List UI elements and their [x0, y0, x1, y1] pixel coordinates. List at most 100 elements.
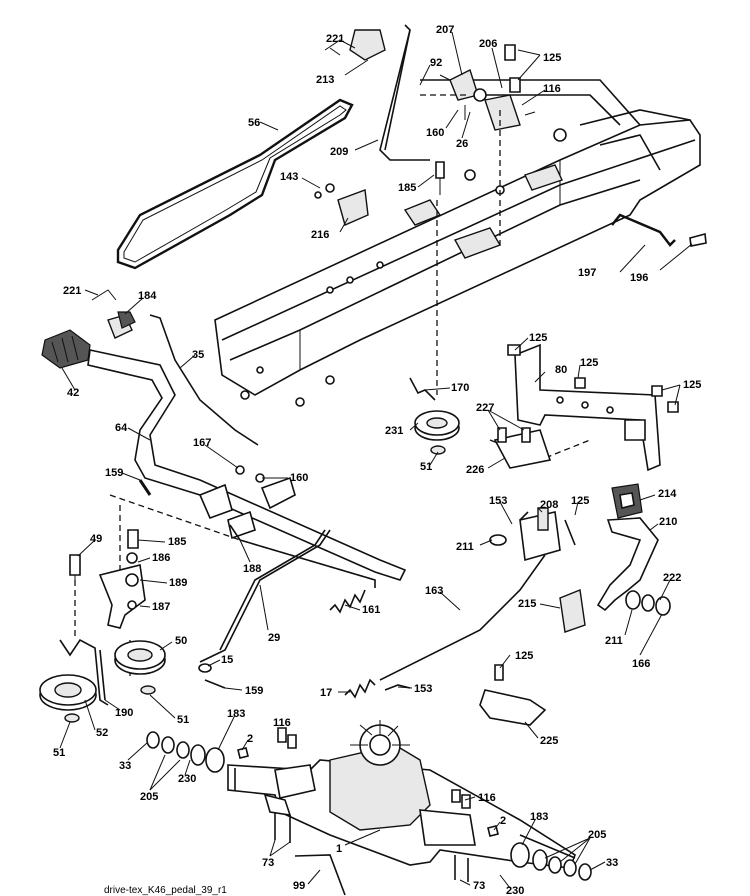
- clutch-rod: [379, 24, 430, 161]
- callout-label: 209: [330, 146, 348, 158]
- callout-label: 196: [630, 272, 648, 284]
- callout-label: 125: [683, 379, 701, 391]
- callout-label: 99: [293, 880, 305, 892]
- bracket-215: [559, 589, 586, 633]
- callout-label: 197: [578, 267, 596, 279]
- bracket-225: [479, 664, 547, 726]
- bolts-116-73: [274, 727, 471, 882]
- bracket-226: [493, 427, 552, 469]
- callout-label: 143: [280, 171, 298, 183]
- callout-label: 161: [362, 604, 380, 616]
- callout-label: 221: [63, 285, 81, 297]
- callout-label: 116: [543, 83, 561, 95]
- callout-label: 17: [320, 687, 332, 699]
- bracket-189: [98, 552, 146, 629]
- handle-grip: [41, 329, 91, 369]
- callout-label: 211: [605, 635, 623, 647]
- callout-label: 187: [152, 601, 170, 613]
- transaxle: [227, 720, 576, 869]
- callout-label: 211: [456, 541, 474, 553]
- callout-label: 50: [175, 635, 187, 647]
- callout-label: 26: [456, 138, 468, 150]
- callout-label: 208: [540, 499, 558, 511]
- callout-label: 125: [580, 357, 598, 369]
- callout-label: 222: [663, 572, 681, 584]
- callout-label: 51: [420, 461, 432, 473]
- callout-label: 166: [632, 658, 650, 670]
- link-rod-188: [229, 524, 376, 588]
- callout-labels: 221 213 207 206 125 92 116 160 26 56 209…: [53, 24, 701, 896]
- callout-label: 51: [53, 747, 65, 759]
- callout-label: 170: [451, 382, 469, 394]
- pin-159-upper: [138, 479, 152, 496]
- control-rod-35: [149, 314, 259, 446]
- bracket-80: [507, 343, 679, 472]
- callout-label: 231: [385, 425, 403, 437]
- washers-right: [625, 590, 671, 616]
- bolt-185-lower: [127, 529, 139, 549]
- rod-99: [294, 854, 346, 896]
- pin-159-lower: [204, 679, 226, 689]
- callout-label: 186: [152, 552, 170, 564]
- pulley-52: [39, 674, 97, 711]
- callout-label: 226: [466, 464, 484, 476]
- callout-label: 216: [311, 229, 329, 241]
- callout-label: 125: [543, 52, 561, 64]
- callout-label: 153: [414, 683, 432, 695]
- spring-17: [344, 678, 376, 699]
- callout-label: 214: [658, 488, 677, 500]
- callout-label: 185: [398, 182, 416, 194]
- callout-label: 230: [178, 773, 196, 785]
- callout-label: 73: [262, 857, 274, 869]
- callout-label: 205: [140, 791, 158, 803]
- idler-arm-190: [59, 638, 109, 706]
- callout-label: 29: [268, 632, 280, 644]
- callout-label: 206: [479, 38, 497, 50]
- callout-label: 2: [247, 733, 253, 745]
- diagram-footer-label: drive-tex_K46_pedal_39_r1: [104, 885, 227, 896]
- pedal-pad-214: [611, 483, 643, 519]
- callout-label: 207: [436, 24, 454, 36]
- bracket-assembly-top: [324, 29, 536, 131]
- callout-label: 160: [426, 127, 444, 139]
- callout-label: 215: [518, 598, 536, 610]
- knob-184: [91, 289, 136, 339]
- callout-label: 15: [221, 654, 233, 666]
- callout-label: 210: [659, 516, 677, 528]
- callout-label: 153: [489, 495, 507, 507]
- rod-29: [199, 529, 331, 663]
- nuts-51: [64, 445, 446, 723]
- callout-label: 185: [168, 536, 186, 548]
- pedal-210: [596, 517, 659, 612]
- callout-label: 163: [425, 585, 443, 597]
- callout-label: 189: [169, 577, 187, 589]
- callout-label: 184: [138, 290, 157, 302]
- pulley-231: [409, 377, 460, 441]
- callout-label: 159: [245, 685, 263, 697]
- callout-label: 51: [177, 714, 189, 726]
- bolt-185-top: [435, 161, 445, 195]
- callout-label: 183: [227, 708, 245, 720]
- callout-label: 125: [529, 332, 547, 344]
- drive-belt: [116, 98, 354, 270]
- callout-label: 160: [290, 472, 308, 484]
- callout-label: 230: [506, 885, 524, 896]
- callout-label: 35: [192, 349, 204, 361]
- callout-label: 33: [119, 760, 131, 772]
- callout-label: 188: [243, 563, 261, 575]
- callout-label: 64: [115, 422, 128, 434]
- callout-label: 73: [473, 880, 485, 892]
- pulley-50: [114, 640, 166, 675]
- callout-label: 125: [515, 650, 533, 662]
- lever-197: [611, 213, 707, 247]
- callout-label: 1: [336, 843, 342, 855]
- axle-washers-right: [487, 825, 592, 881]
- callout-label: 227: [476, 402, 494, 414]
- callout-label: 205: [588, 829, 606, 841]
- callout-label: 213: [316, 74, 334, 86]
- rod-163: [379, 554, 546, 681]
- leader-lines: [59, 31, 693, 889]
- callout-label: 167: [193, 437, 211, 449]
- callout-label: 80: [555, 364, 567, 376]
